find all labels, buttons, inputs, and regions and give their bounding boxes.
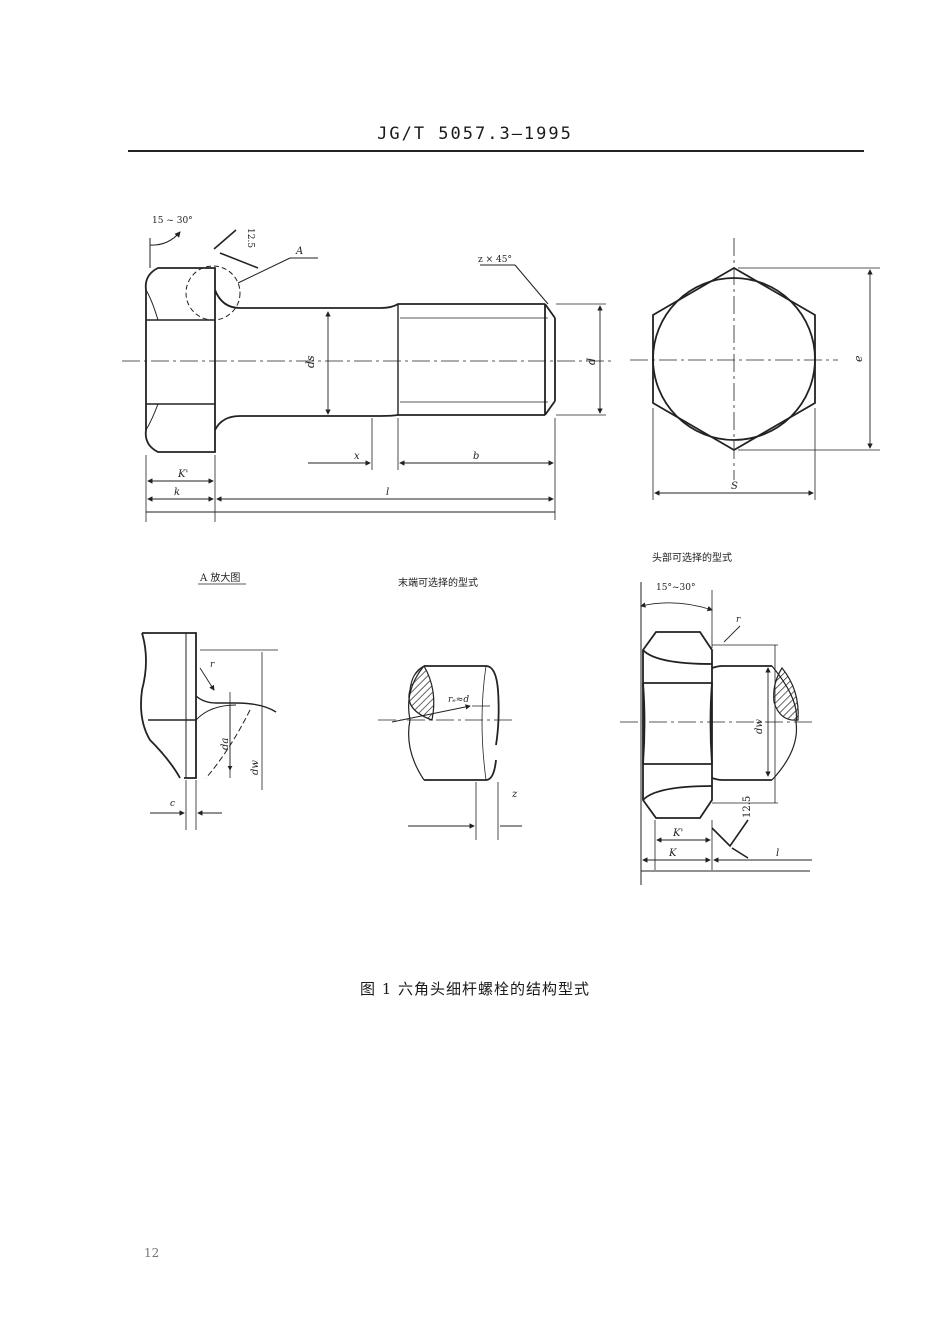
standard-number: JG/T 5057.3—1995 (377, 124, 573, 144)
detail-ref-label: A (295, 246, 303, 257)
figure-caption: 图 1 六角头细杆螺栓的结构型式 (359, 980, 591, 998)
angle-label: 15 ~ 30° (152, 216, 193, 226)
hexagon-end-view (630, 238, 880, 500)
d-label: d (585, 358, 598, 365)
head-options-view (620, 582, 815, 885)
detail-r-label: r (210, 660, 215, 670)
detail-a-view (140, 632, 278, 830)
main-view-labels: 15 ~ 30° 12.5 A z × 45° ds d x b K' k l (152, 216, 598, 498)
head-k-label: K (668, 848, 677, 859)
main-side-view (122, 229, 612, 522)
k-label: k (174, 487, 180, 498)
head-roughness-label: 12.5 (742, 796, 753, 818)
head-options-title: 头部可选择的型式 (652, 551, 732, 564)
detail-c-label: c (170, 799, 175, 809)
detail-da-label: da (220, 738, 231, 750)
head-l-label: l (776, 848, 779, 859)
end-options-view (378, 665, 522, 840)
head-r-label: r (736, 615, 741, 625)
detail-a-title: A 放大图 (199, 571, 240, 584)
x-label: x (354, 451, 360, 462)
head-angle-label: 15°~30° (656, 583, 695, 593)
head-options-labels: 15°~30° r dw K' K 12.5 l (656, 583, 779, 859)
end-relation-label: rₑ≈d (448, 695, 469, 705)
k-prime-label: K' (177, 469, 188, 480)
end-z-label: z (511, 789, 518, 800)
header-rule (128, 150, 864, 152)
end-options-labels: rₑ≈d z (448, 695, 518, 800)
l-label: l (386, 487, 389, 498)
b-label: b (473, 451, 479, 462)
chamfer-label: z × 45° (478, 255, 512, 265)
end-view-labels: e S (731, 355, 865, 492)
detail-a-labels: r da dw c (170, 660, 261, 809)
roughness-label: 12.5 (245, 228, 255, 248)
head-k-prime-label: K' (672, 828, 683, 839)
detail-dw-label: dw (250, 760, 261, 775)
s-label: S (731, 481, 738, 492)
end-options-title: 末端可选择的型式 (398, 576, 478, 589)
page-number: 12 (144, 1246, 160, 1260)
ds-label: ds (304, 355, 317, 368)
head-dw-label: dw (754, 719, 765, 734)
e-label: e (852, 355, 865, 362)
